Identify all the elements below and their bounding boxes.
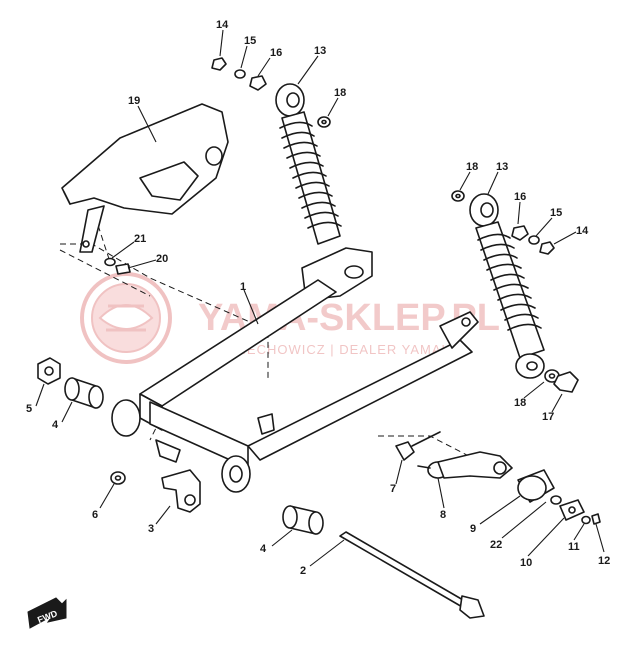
leader-lines	[35, 29, 605, 567]
pivot-shaft-2	[339, 531, 485, 619]
callout-9: 9	[470, 523, 476, 535]
shock-spring-left	[279, 121, 342, 229]
fwd-arrow: FWD	[27, 597, 67, 629]
callout-16-top-left: 16	[270, 47, 282, 59]
nut-16-right	[511, 225, 529, 241]
shock-spring-right	[477, 233, 542, 331]
callout-8: 8	[440, 509, 446, 521]
callout-7: 7	[390, 483, 396, 495]
nut-16-left	[249, 75, 267, 91]
tensioner-arm-8	[417, 451, 513, 479]
callout-10: 10	[520, 557, 532, 569]
bracket-3	[161, 469, 201, 513]
callout-2: 2	[300, 565, 306, 577]
bolt-14-right	[539, 241, 555, 255]
swing-arm-1	[111, 279, 479, 493]
bushing-4-left	[64, 377, 104, 409]
roller-9	[517, 469, 555, 503]
callout-4-lower: 4	[260, 543, 267, 555]
callout-15-right: 15	[550, 207, 562, 219]
collar-20	[115, 263, 131, 275]
callout-18-top-left: 18	[334, 87, 346, 99]
washer-18-left	[317, 116, 331, 128]
callout-13-left-shock: 13	[314, 45, 326, 57]
callout-16-right: 16	[514, 191, 526, 203]
callout-numbers: 14 15 16 13 18 19 21 20 1 18 13 16 15 14…	[26, 19, 610, 577]
watermark-logo	[80, 272, 172, 364]
callout-18-right-top: 18	[466, 161, 478, 173]
washer-18-right-top	[451, 190, 465, 202]
callout-17: 17	[542, 411, 554, 423]
callout-12: 12	[598, 555, 610, 567]
watermark-subtitle: KOJIECHOWICZ | DEALER YAMAHA	[214, 342, 462, 357]
callout-20: 20	[156, 253, 168, 265]
washer-11	[581, 515, 591, 525]
callout-11: 11	[568, 541, 580, 553]
fitting-7	[395, 431, 441, 461]
callout-4-left: 4	[52, 419, 59, 431]
callout-19: 19	[128, 95, 140, 107]
callout-14-right: 14	[576, 225, 589, 237]
callout-21: 21	[134, 233, 146, 245]
rear-shock-right-13	[469, 193, 545, 379]
bolt-12	[591, 513, 601, 525]
collar-22	[550, 495, 562, 505]
nut-17	[553, 371, 579, 393]
chain-guard-19	[61, 103, 229, 253]
bushing-4-lower	[282, 505, 324, 535]
washer-6	[110, 471, 126, 485]
callout-6: 6	[92, 509, 98, 521]
callout-5: 5	[26, 403, 32, 415]
washer-15-right	[528, 235, 540, 245]
callout-14-top-left: 14	[216, 19, 229, 31]
washer-15-left	[234, 69, 246, 79]
bolt-14-left	[211, 57, 227, 71]
callout-22: 22	[490, 539, 502, 551]
callout-13-right-shock: 13	[496, 161, 508, 173]
callout-18-right-bottom: 18	[514, 397, 526, 409]
callout-15-top-left: 15	[244, 35, 256, 47]
nut-5	[37, 357, 61, 385]
bolt-21	[104, 257, 116, 267]
callout-3: 3	[148, 523, 154, 535]
callout-1: 1	[240, 281, 246, 293]
plate-10	[559, 499, 585, 521]
